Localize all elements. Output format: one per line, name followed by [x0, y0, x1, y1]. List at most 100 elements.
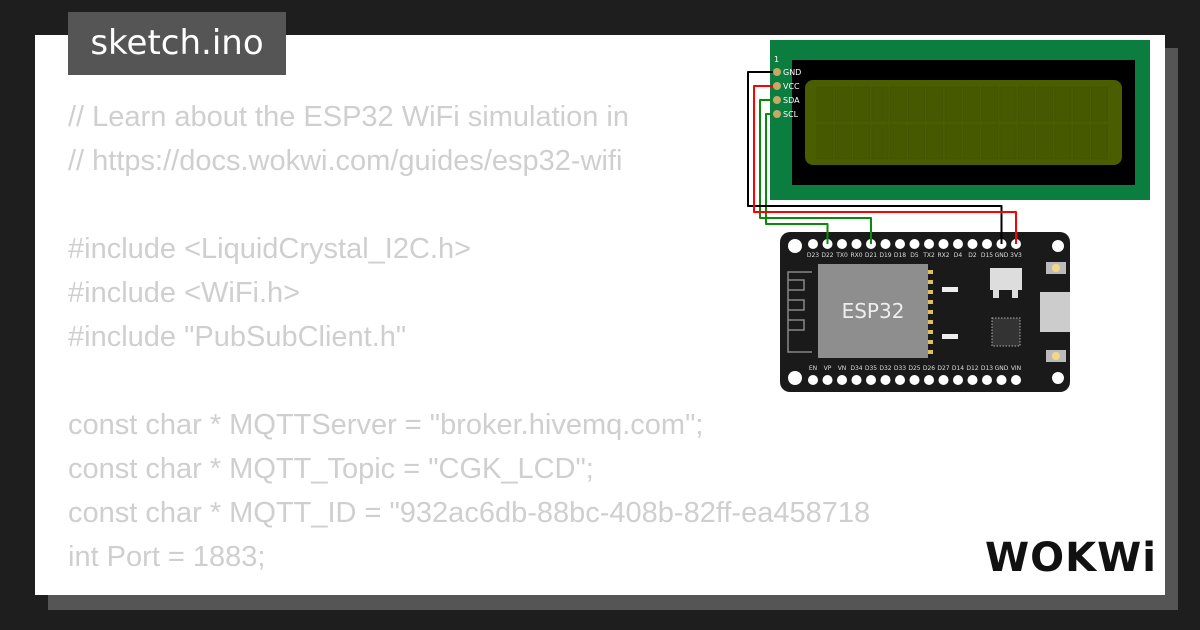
chip-label: ESP32 [842, 299, 905, 323]
lcd-char-cell [816, 86, 834, 122]
esp32-pin-label: D33 [894, 365, 906, 372]
esp32-pin-label: D22 [821, 252, 833, 259]
lcd-char-cell [1072, 124, 1090, 160]
esp32-pin[interactable] [982, 375, 992, 385]
esp32-pin-label: D2 [968, 252, 977, 259]
lcd-char-cell [1072, 86, 1090, 122]
esp32-pin[interactable] [924, 375, 934, 385]
esp32-pin-label: TX0 [835, 252, 848, 259]
esp32-pin[interactable] [924, 239, 934, 249]
mount-hole [1052, 240, 1064, 252]
lcd-pin[interactable] [773, 82, 781, 90]
module-pad [928, 300, 933, 304]
lcd-char-cell [963, 124, 980, 160]
esp32-pin[interactable] [938, 239, 949, 249]
code-line: #include "PubSubClient.h" [68, 321, 407, 353]
lcd-pin[interactable] [773, 110, 781, 118]
code-line: const char * MQTTServer = "broker.hivemq… [68, 409, 704, 441]
lcd-char-cell [816, 124, 834, 160]
esp32-pin[interactable] [982, 239, 992, 249]
esp32-pin[interactable] [808, 239, 818, 249]
wire-gnd [747, 71, 1003, 244]
esp32-pin[interactable] [808, 375, 818, 385]
esp32-pin[interactable] [909, 239, 920, 249]
esp32-pin-label: VIN [1011, 365, 1021, 372]
esp32-module [818, 264, 928, 358]
module-pad [928, 350, 933, 354]
esp32-pin[interactable] [822, 375, 833, 385]
esp32-pin[interactable] [880, 239, 891, 249]
lcd-pin[interactable] [773, 96, 781, 104]
esp32-pin-label: D25 [908, 365, 920, 372]
esp32-pin-label: D26 [923, 365, 935, 372]
lcd-char-cell [871, 124, 889, 160]
esp32-pin[interactable] [967, 375, 978, 385]
wire-vcc [753, 85, 1017, 244]
usb-port [1040, 292, 1070, 332]
esp32-pin-label: D27 [937, 365, 949, 372]
esp32-pin[interactable] [953, 375, 963, 385]
lcd-pin-label: GND [783, 68, 801, 77]
esp32-pin-label: D4 [954, 252, 963, 259]
lcd-char-cell [926, 86, 944, 122]
esp32-pin-label: VN [838, 365, 847, 372]
code-line: const char * MQTT_Topic = "CGK_LCD"; [68, 453, 594, 485]
regulator-pin [993, 290, 999, 298]
lcd-char-cell [853, 124, 870, 160]
led [942, 287, 958, 292]
esp32-pin[interactable] [996, 375, 1007, 385]
code-line: #include <LiquidCrystal_I2C.h> [68, 233, 472, 265]
esp32-pin-label: D19 [879, 252, 891, 259]
esp32-pin[interactable] [953, 239, 963, 249]
module-pad [928, 340, 933, 344]
esp32-pin[interactable] [938, 375, 949, 385]
esp32-pin[interactable] [851, 239, 862, 249]
esp32-pin-label: D14 [952, 365, 964, 372]
module-pad [928, 320, 933, 324]
lcd-char-cell [889, 86, 907, 122]
esp32-pin-label: D5 [910, 252, 919, 259]
regulator-pin [1012, 290, 1018, 298]
esp32-pin[interactable] [895, 375, 905, 385]
esp32-pin-label: RX0 [850, 252, 862, 259]
button-cap [1052, 264, 1060, 272]
esp32-pin[interactable] [837, 239, 847, 249]
lcd-char-cell [908, 124, 925, 160]
lcd-char-cell [963, 86, 980, 122]
lcd-char-cell [1054, 124, 1072, 160]
lcd-char-cell [853, 86, 870, 122]
esp32-pin[interactable] [895, 239, 905, 249]
lcd-pin[interactable] [773, 68, 781, 76]
esp32-pin-label: D32 [879, 365, 891, 372]
lcd-char-cell [1091, 124, 1108, 160]
lcd-char-cell [944, 86, 962, 122]
lcd-char-cell [981, 124, 998, 160]
lcd-1602[interactable]: 1 [770, 40, 1150, 200]
file-tab[interactable]: sketch.ino [68, 12, 286, 75]
esp32-pin-label: D12 [966, 365, 978, 372]
led [942, 334, 958, 339]
lcd-char-cell [889, 124, 907, 160]
module-pad [928, 270, 933, 274]
lcd-char-cell [1054, 86, 1072, 122]
wokwi-logo: WOKWi [985, 535, 1157, 581]
esp32-pin[interactable] [866, 375, 876, 385]
module-pad [928, 280, 933, 284]
esp32-pin[interactable] [851, 375, 862, 385]
lcd-char-cell [1036, 86, 1053, 122]
esp32-pin[interactable] [837, 375, 847, 385]
esp32-pin[interactable] [967, 239, 978, 249]
esp32-pin-label: D35 [865, 365, 877, 372]
esp32-pin[interactable] [1011, 375, 1021, 385]
esp32-pin[interactable] [909, 375, 920, 385]
esp32-pin[interactable] [880, 375, 891, 385]
esp32-pin-label: VP [824, 365, 832, 372]
esp32-pin-label: D23 [807, 252, 819, 259]
lcd-pin1-label: 1 [774, 55, 779, 64]
lcd-char-cell [1018, 124, 1035, 160]
esp32-pin-label: GND [995, 365, 1009, 372]
usb-uart-chip [991, 317, 1021, 347]
code-line: // https://docs.wokwi.com/guides/esp32-w… [68, 145, 623, 177]
